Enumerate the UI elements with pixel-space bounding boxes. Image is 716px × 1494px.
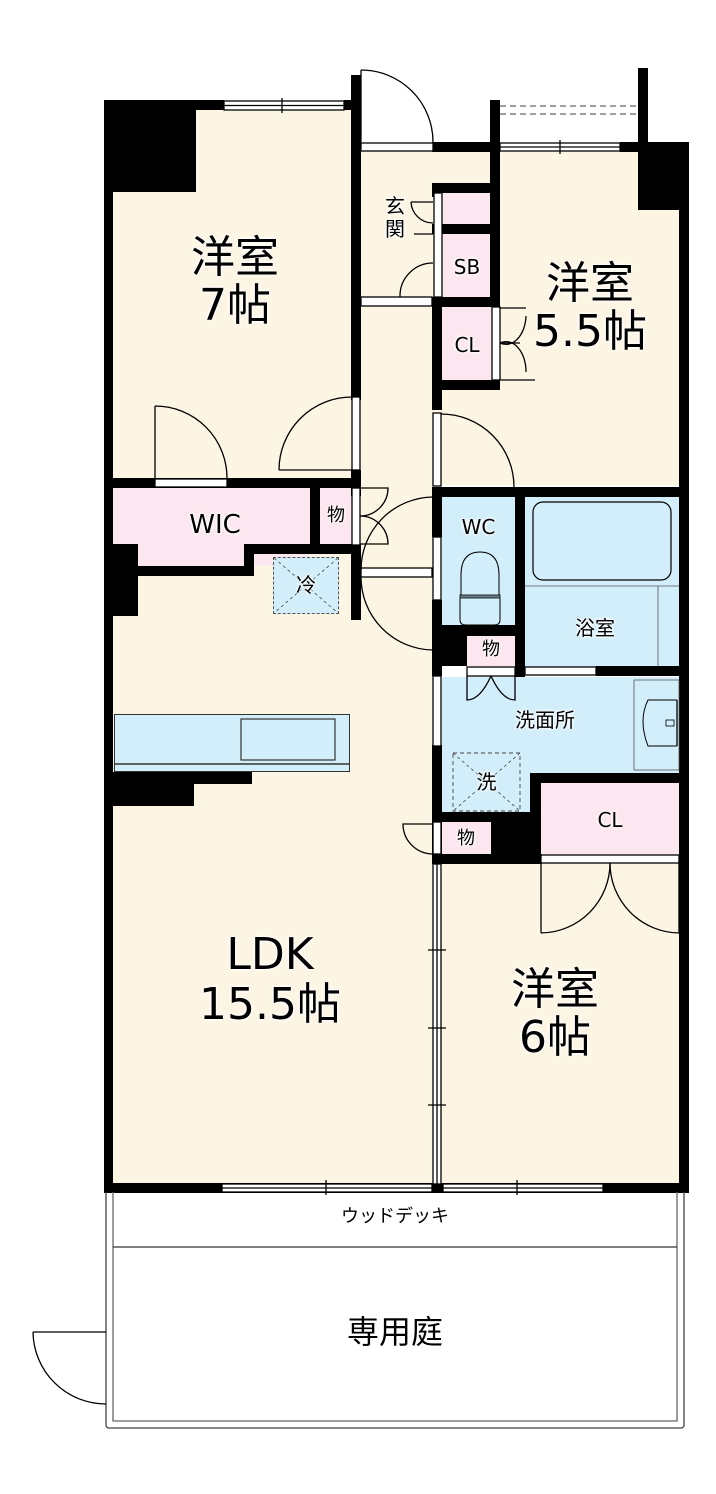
room-size: 15.5帖 <box>199 979 341 1030</box>
storage-wc-floor <box>467 636 515 666</box>
column-top-left <box>104 100 196 192</box>
label-storage-wc: 物 <box>482 639 500 660</box>
kitchen-counter <box>114 714 350 772</box>
label-closet-6: CL <box>597 808 623 832</box>
room-size: 6帖 <box>519 1012 591 1063</box>
label-storage-hall: 物 <box>327 505 345 526</box>
label-wic: WIC <box>189 510 241 540</box>
wall-wic-bottom2 <box>104 566 254 576</box>
wall-cl55-bottom <box>432 380 500 390</box>
label-shoebox: SB <box>453 255 481 279</box>
entrance-bottom: 関 <box>385 217 405 241</box>
wall-washroom-left <box>432 745 442 855</box>
wall-sb-top <box>432 183 500 193</box>
wall-entrance-top <box>432 142 492 152</box>
bath-floor <box>525 497 679 667</box>
wall-storage-ldk <box>491 822 541 855</box>
wall-wc-bottom <box>432 625 524 636</box>
column-mid-left <box>104 544 138 616</box>
wall-wic-bottom <box>244 544 361 554</box>
label-fridge: 冷 <box>296 573 316 597</box>
room-name: 洋室 <box>511 964 599 1015</box>
wall-wic-right <box>310 488 320 545</box>
closet-6-floor <box>541 783 679 855</box>
room-label-western-55: 洋室 5.5帖 <box>520 262 660 354</box>
wall-fridge-right <box>351 544 361 620</box>
label-wc: WC <box>461 515 496 539</box>
room-size: 5.5帖 <box>533 306 647 357</box>
wall-bath-bottom <box>596 666 689 676</box>
storage-hall-floor <box>320 488 352 544</box>
label-washer: 洗 <box>476 770 497 794</box>
wall-entrance-left-post <box>351 75 361 110</box>
washroom-lower-floor <box>442 770 540 815</box>
room-label-western-6: 洋室 6帖 <box>485 968 625 1060</box>
room-size: 7帖 <box>199 280 271 331</box>
room-label-western-7: 洋室 7帖 <box>175 236 295 328</box>
wall-outer-left <box>104 100 113 1192</box>
balcony-post-right <box>638 68 648 148</box>
western-room-6-floor <box>440 855 680 1185</box>
wall-room7-right <box>351 100 361 400</box>
room-name: 洋室 <box>191 232 279 283</box>
wall-wic-step <box>244 544 254 576</box>
label-storage-ldk: 物 <box>457 828 475 849</box>
wc-floor <box>442 497 515 625</box>
column-kitchen-ledge <box>104 772 252 784</box>
washroom-floor <box>442 677 679 777</box>
ldk-floor <box>112 550 434 1186</box>
wall-sb-bottom <box>432 297 500 307</box>
wall-top-right <box>620 142 680 152</box>
wall-room7-bottom <box>104 478 361 488</box>
shoebox-floor <box>442 193 492 297</box>
wall-washroom-bottom <box>432 812 541 822</box>
wall-wet-left <box>432 487 442 537</box>
room-label-ldk: LDK 15.5帖 <box>170 933 370 1027</box>
wall-storage-ldk-bottom <box>432 854 542 864</box>
label-bath: 浴室 <box>575 616 615 640</box>
column-top-right <box>638 142 689 210</box>
label-washroom: 洗面所 <box>515 708 575 732</box>
wall-room55-left <box>490 100 500 300</box>
wall-room55-bottom <box>432 487 689 497</box>
storage-ldk-floor <box>441 822 491 854</box>
label-wood-deck: ウッドデッキ <box>341 1206 449 1227</box>
label-entrance: 玄 関 <box>378 195 412 241</box>
room-name: LDK <box>226 929 314 980</box>
wall-cl6-top <box>530 773 689 783</box>
wall-sb-mid <box>432 224 500 234</box>
wall-wc-right <box>515 487 525 677</box>
wall-cl55-left <box>432 297 442 410</box>
hallway-floor <box>360 150 440 610</box>
room-name: 洋室 <box>546 258 634 309</box>
label-private-garden: 専用庭 <box>346 1313 443 1351</box>
label-closet-55: CL <box>454 333 480 357</box>
entrance-top: 玄 <box>385 194 405 218</box>
wall-wc-storage <box>432 636 467 666</box>
closet-55-floor <box>442 307 492 380</box>
